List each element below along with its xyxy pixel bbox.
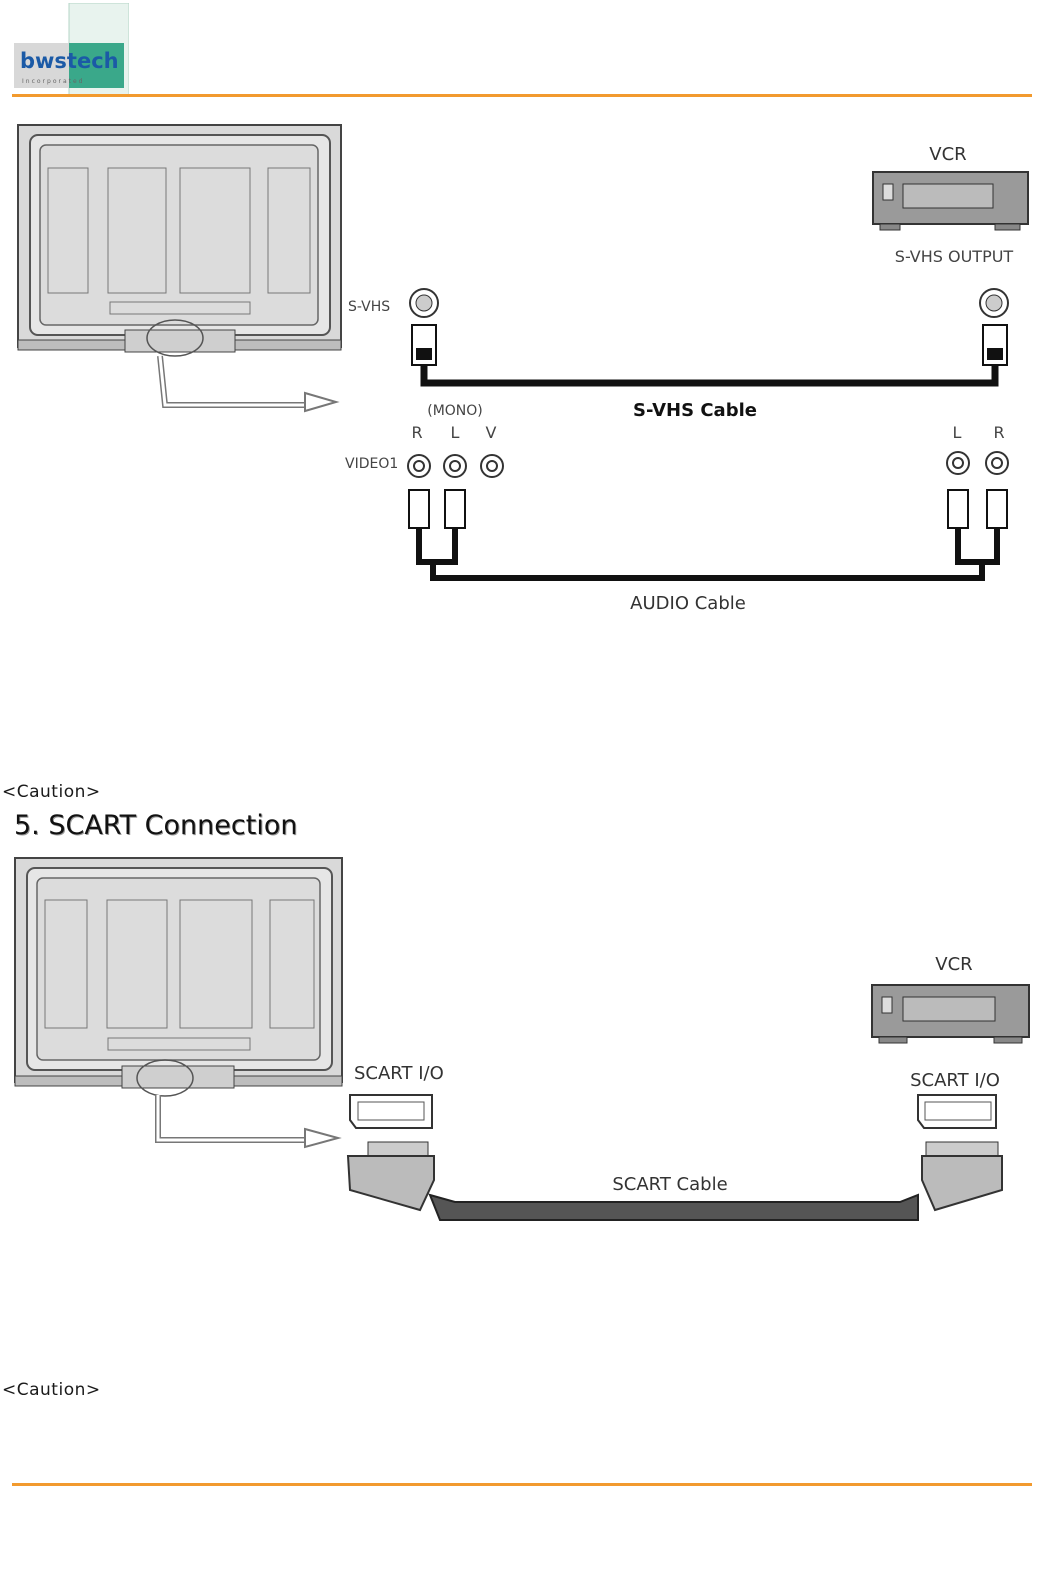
scart-port-tv xyxy=(349,1094,433,1129)
top-divider xyxy=(12,94,1032,97)
video1-label: VIDEO1 xyxy=(345,456,398,472)
bottom-divider xyxy=(12,1483,1032,1486)
rca-jacks xyxy=(407,451,1009,478)
jack-label-v-tv: V xyxy=(486,423,497,442)
svhs-port-tv xyxy=(409,288,439,318)
vcr-label: VCR xyxy=(929,144,966,165)
svhs-output-label: S-VHS OUTPUT xyxy=(895,247,1014,266)
svhs-plug-left xyxy=(411,324,437,366)
vcr-device: VCR xyxy=(872,144,1029,231)
svhs-connection-diagram: VCR S-VHS OUTPUT S-VHS S-VHS Cable (MONO… xyxy=(17,124,1029,614)
audio-cable-label: AUDIO Cable xyxy=(630,593,746,614)
tv-back-panel xyxy=(17,124,342,413)
scart-cable-line xyxy=(428,1193,919,1221)
section-heading: 5. SCART Connection xyxy=(14,810,298,841)
tv-back-panel-2 xyxy=(14,857,343,1149)
svhs-input-label: S-VHS xyxy=(348,299,390,315)
logo-text: bwstech xyxy=(20,49,119,73)
scart-port-vcr xyxy=(917,1094,997,1129)
jack-label-r-vcr: R xyxy=(993,423,1004,442)
svhs-cable-line xyxy=(420,365,999,387)
audio-cable-line xyxy=(416,528,1000,581)
vcr-label-2: VCR xyxy=(935,954,972,975)
jack-label-l-vcr: L xyxy=(953,423,962,442)
jack-label-r-tv: R xyxy=(411,423,422,442)
scart-cable-label: SCART Cable xyxy=(612,1174,727,1195)
caution-label-1: <Caution> xyxy=(2,782,101,802)
scart-plug-left xyxy=(346,1141,435,1212)
scart-plug-right xyxy=(921,1141,1003,1212)
rca-plugs xyxy=(408,489,1008,529)
bwstech-logo: bwstech Incorporated xyxy=(14,2,130,96)
scart-connection-diagram: VCR SCART I/O SCART I/O SCART Cable xyxy=(14,857,1030,1221)
vcr-device-2: VCR xyxy=(871,954,1030,1044)
jack-label-l-tv: L xyxy=(451,423,460,442)
caution-label-2: <Caution> xyxy=(2,1380,101,1400)
mono-label: (MONO) xyxy=(427,403,483,419)
scart-tv-port-label: SCART I/O xyxy=(354,1063,444,1084)
svhs-plug-right xyxy=(982,324,1008,366)
scart-vcr-port-label: SCART I/O xyxy=(910,1070,1000,1091)
svhs-cable-label: S-VHS Cable xyxy=(633,400,757,421)
svhs-port-vcr xyxy=(979,288,1009,318)
logo-tagline: Incorporated xyxy=(22,78,84,85)
